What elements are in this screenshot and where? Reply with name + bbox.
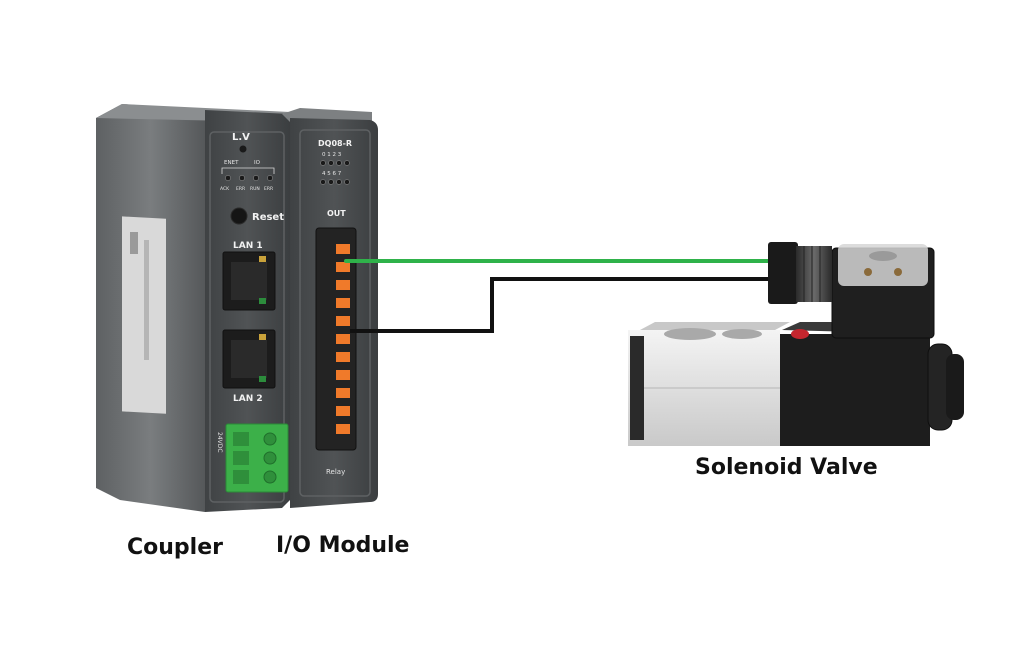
power-screw-3 xyxy=(263,470,277,484)
io-module-device: DQ08-R 0 1 2 3 4 5 6 7 OUT Relay xyxy=(282,108,378,508)
coupler-front-face xyxy=(205,110,290,512)
power-terminal-slot-2 xyxy=(233,451,249,465)
valve-body-endcap xyxy=(630,336,644,440)
power-label: 24VDC xyxy=(216,432,223,453)
label-barcode xyxy=(130,232,138,254)
io-slot-7 xyxy=(336,352,350,362)
led-run xyxy=(253,175,259,181)
manual-override-button xyxy=(791,329,809,339)
lan1-led-yellow xyxy=(259,256,266,262)
io-led-3 xyxy=(344,160,350,166)
io-out-label: OUT xyxy=(327,209,346,218)
coupler-device: L.V ENET IO ACK ERR RUN ERR Reset LAN 1 … xyxy=(96,104,290,512)
io-slot-11 xyxy=(336,424,350,434)
io-slot-6 xyxy=(336,334,350,344)
io-slot-10 xyxy=(336,406,350,416)
solenoid-valve-device xyxy=(628,242,964,446)
label-text-block xyxy=(144,240,149,360)
cable-gland-thread xyxy=(796,246,832,302)
lv-label: L.V xyxy=(232,132,250,143)
valve-port-2 xyxy=(722,329,762,339)
reset-button xyxy=(230,207,248,225)
led-err1 xyxy=(239,175,245,181)
solenoid-valve-caption: Solenoid Valve xyxy=(695,455,878,480)
lan2-led-yellow xyxy=(259,334,266,340)
connector-terminal-2 xyxy=(894,268,902,276)
io-slot-3 xyxy=(336,280,350,290)
lan1-label: LAN 1 xyxy=(233,241,263,251)
io-slot-4 xyxy=(336,298,350,308)
io-ch-bottom-label: 4 5 6 7 xyxy=(322,171,342,177)
led-act-label: ACK xyxy=(220,186,230,192)
lan1-socket xyxy=(231,262,267,300)
black-wire xyxy=(350,277,772,333)
io-slot-5 xyxy=(336,316,350,326)
lan1-led-green xyxy=(259,298,266,304)
connector-terminal-1 xyxy=(864,268,872,276)
lan2-label: LAN 2 xyxy=(233,394,263,404)
coil-end-knob xyxy=(946,354,964,420)
connector-top-cap xyxy=(838,244,928,286)
valve-port-1 xyxy=(664,328,716,340)
led-err2-label: ERR xyxy=(264,186,273,192)
lan2-led-green xyxy=(259,376,266,382)
enet-label: ENET xyxy=(224,160,239,166)
io-ch-top-label: 0 1 2 3 xyxy=(322,152,342,158)
cable-gland-nut xyxy=(768,242,798,304)
io-relay-label: Relay xyxy=(326,468,345,476)
led-err1-label: ERR xyxy=(236,186,245,192)
power-terminal-slot-1 xyxy=(233,432,249,446)
power-screw-2 xyxy=(263,451,277,465)
led-bracket xyxy=(221,167,275,174)
coil-housing xyxy=(780,334,930,446)
io-led-6 xyxy=(336,179,342,185)
reset-label: Reset xyxy=(252,212,284,223)
io-front-bezel xyxy=(299,129,371,497)
io-label: IO xyxy=(254,160,261,166)
io-slot-1 xyxy=(336,244,350,254)
io-module-caption: I/O Module xyxy=(276,533,410,558)
power-terminal-slot-3 xyxy=(233,470,249,484)
io-led-4 xyxy=(320,179,326,185)
coupler-front-bezel xyxy=(209,131,285,503)
coupler-caption: Coupler xyxy=(127,535,223,560)
lan2-socket xyxy=(231,340,267,378)
io-slot-9 xyxy=(336,388,350,398)
io-led-1 xyxy=(328,160,334,166)
io-slot-2 xyxy=(336,262,350,272)
connector-screw-top xyxy=(869,251,897,261)
io-led-7 xyxy=(344,179,350,185)
io-led-0 xyxy=(320,160,326,166)
io-model-label: DQ08-R xyxy=(318,139,352,148)
led-act xyxy=(225,175,231,181)
lv-led xyxy=(239,145,247,153)
power-screw-1 xyxy=(263,432,277,446)
led-err2 xyxy=(267,175,273,181)
valve-body-top xyxy=(640,322,790,330)
io-terminal-slots xyxy=(336,244,350,434)
io-slot-8 xyxy=(336,370,350,380)
io-led-2 xyxy=(336,160,342,166)
io-led-5 xyxy=(328,179,334,185)
led-run-label: RUN xyxy=(250,186,260,192)
